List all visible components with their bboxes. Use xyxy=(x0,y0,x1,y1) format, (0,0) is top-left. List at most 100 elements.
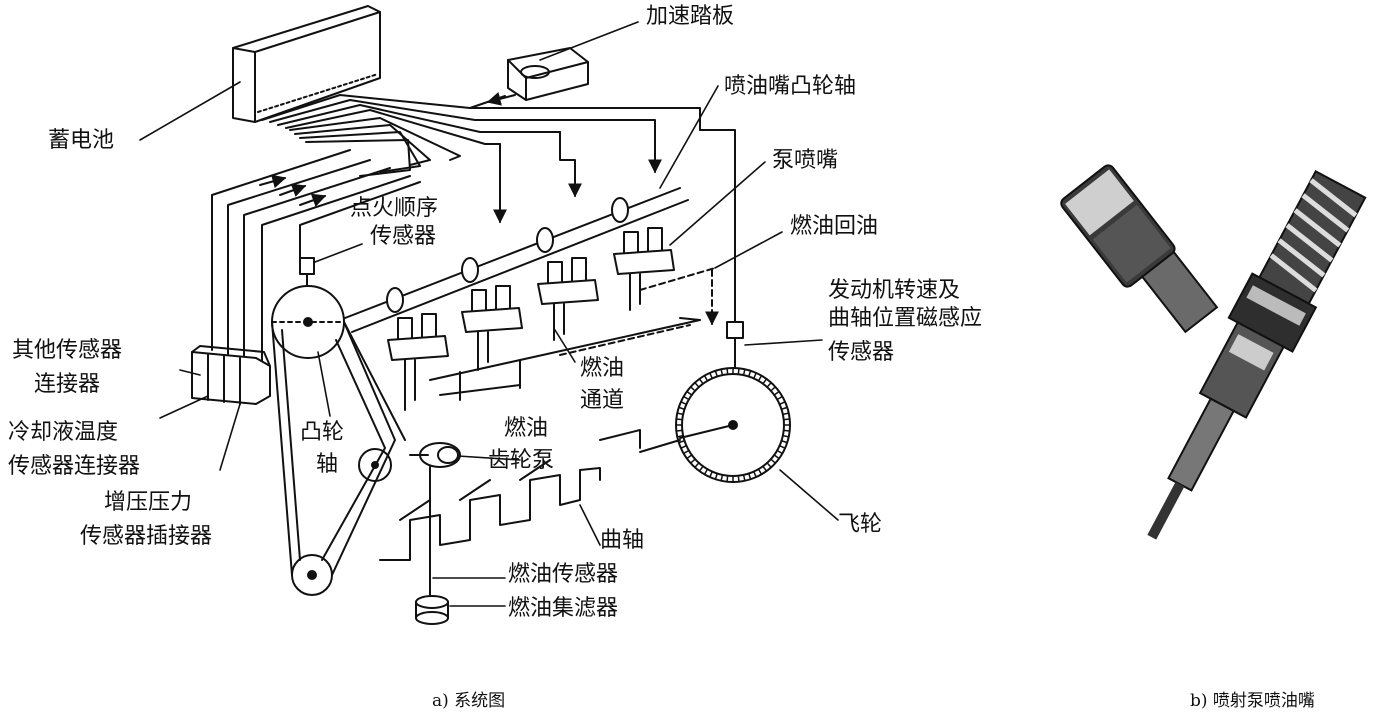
flywheel-tooth xyxy=(703,468,709,476)
sensor-connectors xyxy=(191,345,271,405)
flywheel-tooth xyxy=(682,395,690,401)
pump-injector-2 xyxy=(461,285,523,371)
caption-pump-injector: b) 喷射泵喷油嘴 xyxy=(1190,691,1315,711)
flywheel-tooth xyxy=(737,367,740,376)
label-ignition-order-sensor-line1: 点火顺序 xyxy=(350,196,439,221)
flywheel-tooth xyxy=(714,472,718,480)
label-engine-speed-sensor-line3: 传感器 xyxy=(828,340,895,365)
flywheel-tooth xyxy=(742,474,746,482)
label-pump-injector: 泵喷嘴 xyxy=(772,148,839,173)
flywheel-tooth xyxy=(698,465,704,472)
flywheel-tooth xyxy=(748,370,752,378)
label-engine-speed-sensor-line1: 发动机转速及 xyxy=(828,278,961,303)
gear-pump xyxy=(409,442,461,606)
label-fuel-channel-line1: 燃油 xyxy=(580,356,625,381)
flywheel-tooth xyxy=(773,390,780,396)
ecu-box xyxy=(232,5,381,123)
flywheel-tooth xyxy=(678,406,686,410)
label-fuel-sensor: 燃油传感器 xyxy=(508,562,619,587)
flywheel-tooth xyxy=(752,372,757,380)
flywheel-tooth xyxy=(698,378,704,385)
flywheel-tooth xyxy=(676,434,684,438)
flywheel-tooth xyxy=(680,401,688,406)
flywheel-tooth xyxy=(675,418,684,421)
flywheel-tooth xyxy=(720,474,724,482)
flywheel-tooth xyxy=(752,470,757,478)
flywheel-tooth xyxy=(689,386,696,392)
label-injector-camshaft: 喷油嘴凸轮轴 xyxy=(724,74,857,99)
flywheel-tooth xyxy=(748,472,752,480)
flywheel-tooth xyxy=(720,368,724,376)
flywheel-tooth xyxy=(782,434,790,438)
timing-belt xyxy=(271,321,406,576)
label-battery: 蓄电池 xyxy=(48,128,115,153)
flywheel-tooth xyxy=(766,381,772,388)
flywheel-tooth xyxy=(703,374,709,382)
harness-arrow-2 xyxy=(279,183,307,197)
fuel-rail xyxy=(429,267,716,401)
flywheel-tooth xyxy=(714,370,718,378)
leader-lines xyxy=(139,21,839,607)
flywheel-tooth xyxy=(686,454,693,460)
flywheel-tooth xyxy=(780,406,788,410)
label-boost-pressure-line1: 增压压力 xyxy=(104,490,193,515)
label-camshaft-line1: 凸轮 xyxy=(300,420,345,445)
flywheel-tooth xyxy=(770,458,777,464)
flywheel-tooth xyxy=(782,412,790,416)
flywheel-tooth xyxy=(680,444,688,449)
label-camshaft-line2: 轴 xyxy=(316,452,339,477)
crank-pulley xyxy=(291,554,333,596)
speed-sensor-wire xyxy=(699,129,736,323)
label-engine-speed-sensor-line2: 曲轴位置磁感应 xyxy=(828,306,983,331)
label-gear-pump-line2: 齿轮泵 xyxy=(488,448,555,473)
label-flywheel: 飞轮 xyxy=(838,512,883,537)
flywheel-tooth xyxy=(678,440,686,444)
speed-sensor xyxy=(726,321,744,369)
flywheel-tooth xyxy=(773,454,780,460)
flywheel-tooth xyxy=(766,462,772,469)
harness-arrow-3 xyxy=(299,193,327,207)
flywheel-tooth xyxy=(762,465,768,472)
flywheel-tooth xyxy=(757,468,763,476)
wire-harness xyxy=(261,94,701,177)
flywheel-tooth xyxy=(780,440,788,444)
label-boost-pressure-line2: 传感器插接器 xyxy=(80,524,213,549)
harness-arrow-1 xyxy=(259,174,287,189)
flywheel-tooth xyxy=(776,449,784,455)
flywheel-tooth xyxy=(742,368,746,376)
label-fuel-return: 燃油回油 xyxy=(790,214,879,239)
flywheel-tooth xyxy=(694,462,700,469)
flywheel-tooth xyxy=(689,458,696,464)
flywheel-tooth xyxy=(778,401,786,406)
injector-signal-2 xyxy=(559,131,582,198)
label-crankshaft: 曲轴 xyxy=(600,528,645,553)
fuel-filter xyxy=(415,595,449,625)
injector-camshaft xyxy=(344,187,689,333)
injector-signal-3 xyxy=(639,119,662,174)
flywheel-tooth xyxy=(694,381,700,388)
pump-injector-3 xyxy=(537,257,599,341)
flywheel-tooth xyxy=(782,429,791,432)
pump-injector-photo xyxy=(1060,164,1367,540)
flywheel-tooth xyxy=(709,470,714,478)
flywheel-tooth xyxy=(776,395,784,401)
flywheel-tooth xyxy=(726,367,729,376)
crankshaft xyxy=(379,429,641,561)
flywheel-tooth xyxy=(726,474,729,483)
flywheel-tooth xyxy=(770,386,777,392)
label-coolant-temp-line1: 冷却液温度 xyxy=(8,420,119,445)
flywheel-ticks xyxy=(675,367,791,483)
flywheel-tooth xyxy=(762,378,768,385)
flywheel-tooth xyxy=(778,444,786,449)
label-fuel-channel-line2: 通道 xyxy=(580,388,625,413)
flywheel-tooth xyxy=(709,372,714,380)
caption-system-diagram: a) 系统图 xyxy=(432,691,506,711)
label-coolant-temp-line2: 传感器连接器 xyxy=(8,454,141,479)
accelerator-pedal xyxy=(507,47,589,101)
flywheel-tooth xyxy=(782,418,791,421)
flywheel-tooth xyxy=(757,374,763,382)
label-accelerator-pedal: 加速踏板 xyxy=(646,4,735,29)
left-harness xyxy=(211,149,421,381)
